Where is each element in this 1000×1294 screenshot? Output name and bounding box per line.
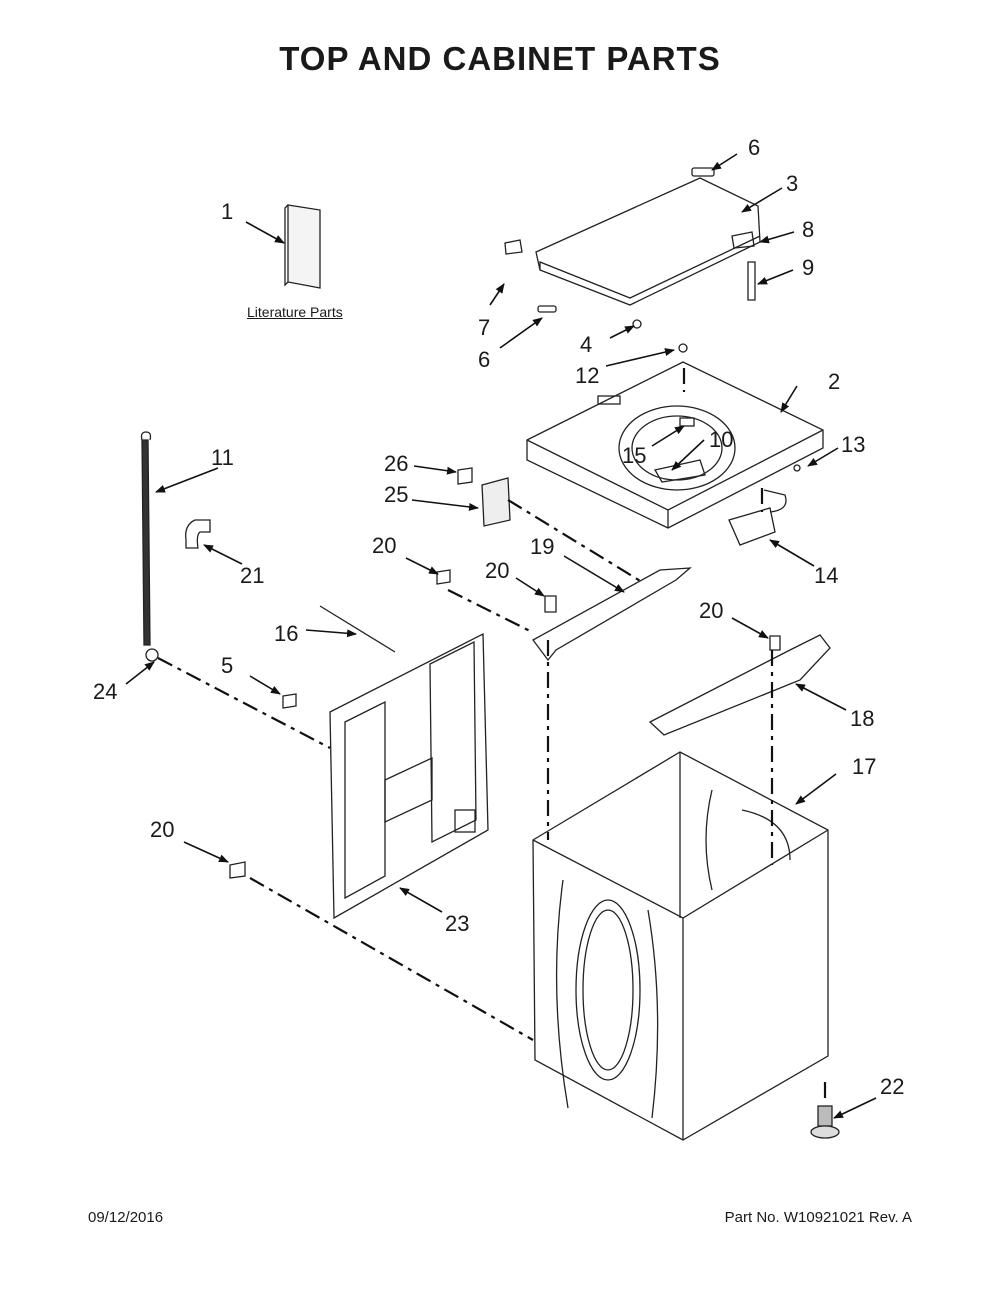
lid-lock-part (728, 507, 776, 546)
page-title: TOP AND CABINET PARTS (279, 40, 721, 77)
callout-20b: 20 (485, 558, 510, 583)
screw-part-20c (769, 635, 781, 651)
footer-date: 09/12/2016 (88, 1209, 164, 1226)
callout-22: 22 (880, 1074, 905, 1099)
leveling-foot-part (810, 1105, 840, 1139)
screw-part-5 (282, 693, 297, 709)
screw-part-20a (436, 569, 451, 585)
clip-part (481, 477, 511, 527)
callout-21: 21 (240, 563, 265, 588)
callout-4: 4 (580, 332, 593, 357)
screw-part-20b (544, 595, 557, 613)
callout-20c: 20 (699, 598, 724, 623)
callout-11: 11 (211, 445, 234, 470)
bracket-part-right (648, 634, 831, 736)
hinge-part (691, 167, 715, 177)
callout-6b: 6 (478, 347, 491, 372)
literature-booklet (284, 204, 321, 289)
callout-9: 9 (802, 255, 815, 280)
lid-switch-part (731, 231, 755, 249)
screw-part-20d (229, 861, 246, 879)
bumper-part (632, 319, 642, 329)
callout-16: 16 (274, 621, 299, 646)
top-panel-part (526, 343, 824, 546)
hinge-part-2 (537, 305, 557, 313)
callout-2: 2 (828, 369, 841, 394)
hose-elbow-part (185, 519, 211, 549)
callout-15: 15 (622, 443, 647, 468)
callout-18: 18 (850, 706, 875, 731)
callout-3: 3 (786, 171, 799, 196)
callout-25: 25 (384, 482, 409, 507)
rear-panel-part (329, 632, 489, 920)
callout-5: 5 (221, 653, 234, 678)
callout-23: 23 (445, 911, 470, 936)
footer-part-number: Part No. W10921021 Rev. A (724, 1209, 912, 1226)
cabinet-part (532, 751, 829, 1141)
callout-26: 26 (384, 451, 409, 476)
callout-1: 1 (221, 199, 234, 224)
callout-7: 7 (478, 315, 491, 340)
callout-10: 10 (709, 427, 734, 452)
callout-12: 12 (575, 363, 600, 388)
callout-20d: 20 (150, 817, 175, 842)
leader-arrows (125, 153, 877, 1119)
screw-part (504, 239, 523, 255)
callout-17: 17 (852, 754, 877, 779)
assembly-lines (157, 368, 827, 1104)
screw-part-26 (457, 467, 473, 485)
lid-part (504, 167, 761, 329)
callout-14: 14 (814, 563, 839, 588)
callout-13: 13 (841, 432, 866, 457)
callout-6a: 6 (748, 135, 761, 160)
drain-hose-part (140, 431, 159, 662)
callout-20a: 20 (372, 533, 397, 558)
callout-8: 8 (802, 217, 815, 242)
callout-24: 24 (93, 679, 118, 704)
callout-19: 19 (530, 534, 555, 559)
screw-part-9 (747, 261, 756, 301)
literature-parts-label: Literature Parts (247, 304, 343, 320)
wire-part (319, 605, 396, 653)
bracket-part-left (532, 567, 692, 662)
